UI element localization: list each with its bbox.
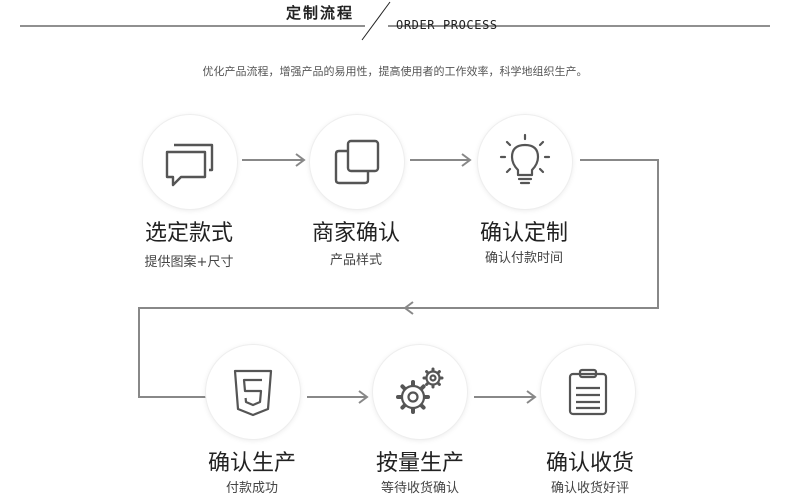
step-5-desc: 等待收货确认 — [380, 481, 459, 496]
step-3-desc: 确认付款时间 — [484, 251, 563, 266]
step-1-circle — [143, 115, 237, 209]
step-5-title: 按量生产 — [375, 451, 464, 476]
connector-3-4 — [138, 159, 659, 398]
step-4-desc: 付款成功 — [225, 481, 278, 496]
step-3-title: 确认定制 — [479, 221, 568, 246]
gears-icon — [396, 367, 444, 414]
arrow-1-2 — [242, 153, 306, 167]
step-4-circle — [206, 345, 300, 439]
chat-bubbles-icon — [165, 143, 214, 187]
copy-squares-icon — [334, 139, 380, 185]
html5-shield-icon — [233, 369, 273, 417]
step-5-circle — [373, 345, 467, 439]
arrow-5-6 — [474, 390, 537, 404]
page-title: 定制流程 — [286, 4, 355, 22]
clipboard-icon — [568, 368, 608, 416]
step-3-circle — [478, 115, 572, 209]
step-4-title: 确认生产 — [207, 451, 296, 476]
step-1-desc: 提供图案+尺寸 — [144, 255, 234, 270]
step-1-title: 选定款式 — [144, 221, 233, 246]
header-divider-slash — [361, 1, 391, 41]
step-6-title: 确认收货 — [545, 451, 634, 476]
step-6-desc: 确认收货好评 — [550, 481, 629, 496]
step-6-circle — [541, 345, 635, 439]
step-2-circle — [310, 115, 404, 209]
arrow-2-3 — [410, 153, 472, 167]
page-subtitle: ORDER PROCESS — [396, 18, 498, 32]
lightbulb-icon — [499, 133, 551, 185]
intro-text: 优化产品流程，增强产品的易用性，提高使用者的工作效率，科学地组织生产。 — [202, 65, 588, 78]
arrow-4-5 — [307, 390, 369, 404]
step-2-title: 商家确认 — [311, 221, 400, 246]
step-2-desc: 产品样式 — [329, 253, 382, 268]
